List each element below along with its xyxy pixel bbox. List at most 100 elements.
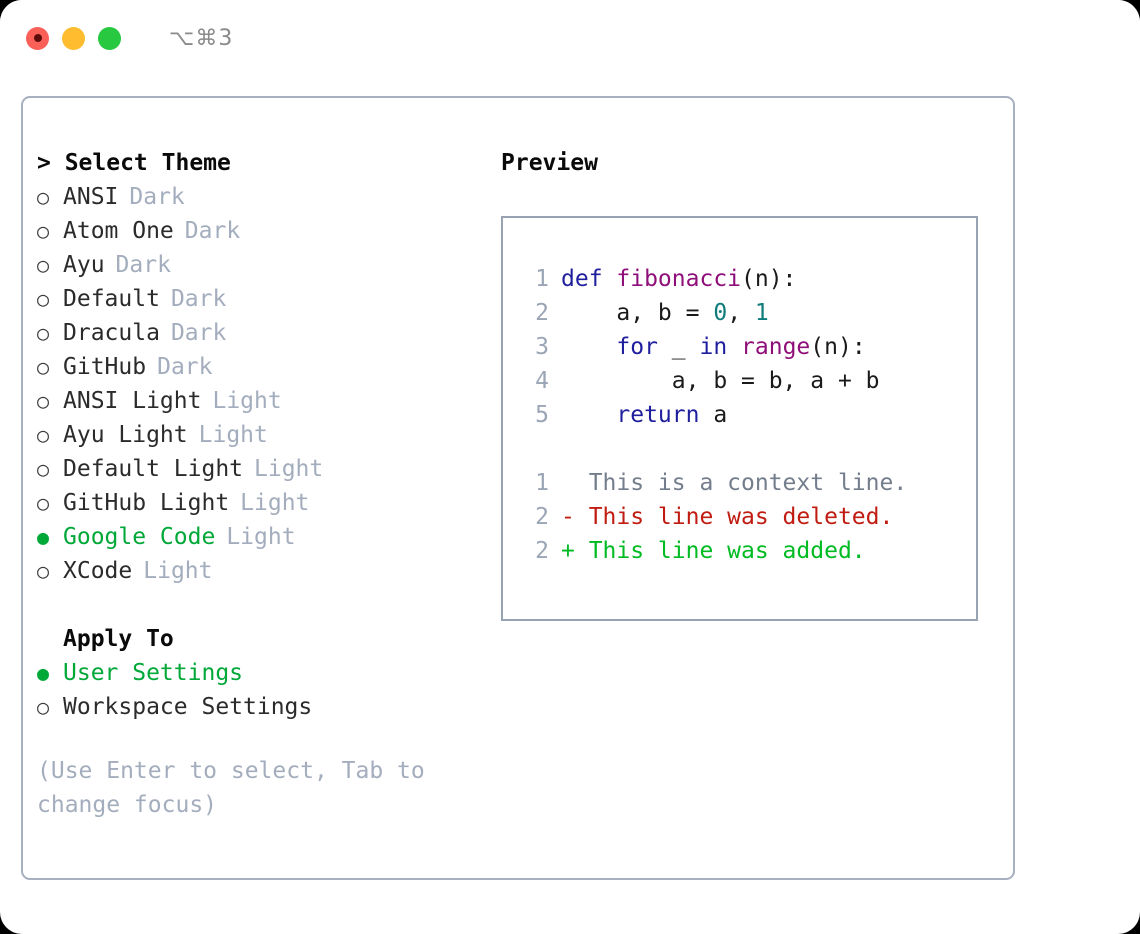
theme-option-google-code[interactable]: ● Google Code Light: [37, 520, 477, 554]
code-line: 5 return a: [521, 398, 976, 432]
code-token-fn: range: [741, 334, 811, 360]
theme-option-label: Atom One: [63, 218, 174, 244]
theme-option-default-light[interactable]: ○ Default Light Light: [37, 452, 477, 486]
diff-line: 2 - This line was deleted.: [521, 500, 976, 534]
apply-to-option-workspace-settings[interactable]: ○Workspace Settings: [37, 690, 477, 724]
theme-variant-badge: Light: [198, 422, 268, 448]
theme-variant-badge: Dark: [115, 252, 171, 278]
diff-line-text-ctx: This is a context line.: [561, 470, 908, 496]
theme-option-ansi[interactable]: ○ ANSI Dark: [37, 180, 477, 214]
code-token-kw: def: [561, 266, 617, 292]
theme-option-label: ANSI: [63, 184, 119, 210]
radio-unselected-icon[interactable]: ○: [37, 219, 50, 243]
theme-option-label: Ayu: [63, 252, 105, 278]
code-token-kw: in: [699, 334, 728, 360]
theme-option-label: GitHub Light: [63, 490, 230, 516]
keyboard-shortcut-label: ⌥⌘3: [169, 25, 234, 51]
code-token-pln: [727, 334, 741, 360]
theme-variant-badge: Dark: [170, 320, 227, 346]
theme-option-label: Default: [63, 286, 160, 312]
theme-option-label: ANSI Light: [63, 388, 202, 414]
code-token-pln: [561, 402, 616, 428]
theme-variant-badge: Dark: [170, 286, 227, 312]
preview-header: Preview: [501, 150, 598, 176]
list-spacer: [37, 588, 477, 622]
code-token-pln: a, b = b, a + b: [561, 368, 880, 394]
code-token-pln: a: [699, 402, 728, 428]
code-token-kw: return: [616, 402, 700, 428]
radio-unselected-icon[interactable]: ○: [37, 457, 50, 481]
code-token-num: 0: [713, 300, 728, 326]
theme-option-dracula[interactable]: ○ Dracula Dark: [37, 316, 477, 350]
code-line: 2 a, b = 0, 1: [521, 296, 976, 330]
code-line-text: a, b = 0, 1: [561, 296, 769, 330]
code-token-num: 1: [754, 300, 769, 326]
radio-unselected-icon[interactable]: ○: [37, 423, 50, 447]
radio-unselected-icon[interactable]: ○: [37, 695, 50, 719]
apply-to-option-list: ●User Settings○Workspace Settings: [37, 656, 477, 724]
theme-option-label: Google Code: [63, 524, 216, 550]
apply-to-option-user-settings[interactable]: ●User Settings: [37, 656, 477, 690]
radio-unselected-icon[interactable]: ○: [37, 491, 50, 515]
diff-sample: 1 This is a context line. 2 - This line wa…: [521, 466, 976, 568]
diff-line-number: 1: [535, 470, 549, 496]
theme-option-ansi-light[interactable]: ○ ANSI Light Light: [37, 384, 477, 418]
maximize-button[interactable]: [98, 26, 121, 50]
diff-line-number: 2: [535, 538, 549, 564]
theme-option-default[interactable]: ○ Default Dark: [37, 282, 477, 316]
code-line-number: 3: [535, 334, 549, 360]
theme-variant-badge: Light: [143, 558, 213, 584]
code-token-pln: (n):: [741, 266, 797, 292]
radio-selected-icon[interactable]: ●: [37, 525, 50, 549]
code-line-text: for _ in range(n):: [561, 330, 866, 364]
code-token-pln: _: [657, 334, 700, 360]
theme-option-label: Dracula: [63, 320, 160, 346]
theme-option-github[interactable]: ○ GitHub Dark: [37, 350, 477, 384]
theme-option-ayu[interactable]: ○ Ayu Dark: [37, 248, 477, 282]
theme-option-label: XCode: [63, 558, 133, 584]
theme-variant-badge: Dark: [157, 354, 213, 380]
radio-unselected-icon[interactable]: ○: [37, 287, 50, 311]
radio-selected-icon[interactable]: ●: [37, 661, 50, 685]
theme-variant-badge: Light: [254, 456, 324, 482]
diff-line: 2+ This line was added.: [521, 534, 976, 568]
radio-unselected-icon[interactable]: ○: [37, 253, 50, 277]
code-line: 3 for _ in range(n):: [521, 330, 976, 364]
diff-line-text-del: - This line was deleted.: [561, 504, 894, 530]
code-line-text: return a: [561, 398, 727, 432]
code-line-number: 4: [535, 368, 549, 394]
select-theme-header: > Select Theme: [37, 150, 231, 176]
code-line-number: 2: [535, 300, 549, 326]
code-token-kw: for: [616, 334, 658, 360]
code-token-pln: (n):: [810, 334, 866, 360]
code-diff-spacer: [521, 432, 976, 466]
theme-option-xcode[interactable]: ○ XCode Light: [37, 554, 477, 588]
radio-unselected-icon[interactable]: ○: [37, 355, 50, 379]
radio-unselected-icon[interactable]: ○: [37, 389, 50, 413]
theme-variant-badge: Light: [212, 388, 282, 414]
diff-line-number: 2: [535, 504, 549, 530]
theme-option-label: GitHub: [63, 354, 147, 380]
radio-unselected-icon[interactable]: ○: [37, 185, 50, 209]
code-token-pln: ,: [727, 300, 755, 326]
keyboard-hint-text: (Use Enter to select, Tab to change focu…: [37, 758, 425, 818]
code-line-text: a, b = b, a + b: [561, 364, 880, 398]
theme-option-label: Default Light: [63, 456, 244, 482]
theme-variant-badge: Dark: [129, 184, 185, 210]
theme-variant-badge: Light: [226, 524, 296, 550]
traffic-lights: [26, 26, 121, 50]
minimize-button[interactable]: [62, 26, 85, 50]
radio-unselected-icon[interactable]: ○: [37, 559, 50, 583]
title-bar: ⌥⌘3: [0, 0, 1140, 76]
close-button[interactable]: [26, 26, 49, 50]
radio-unselected-icon[interactable]: ○: [37, 321, 50, 345]
